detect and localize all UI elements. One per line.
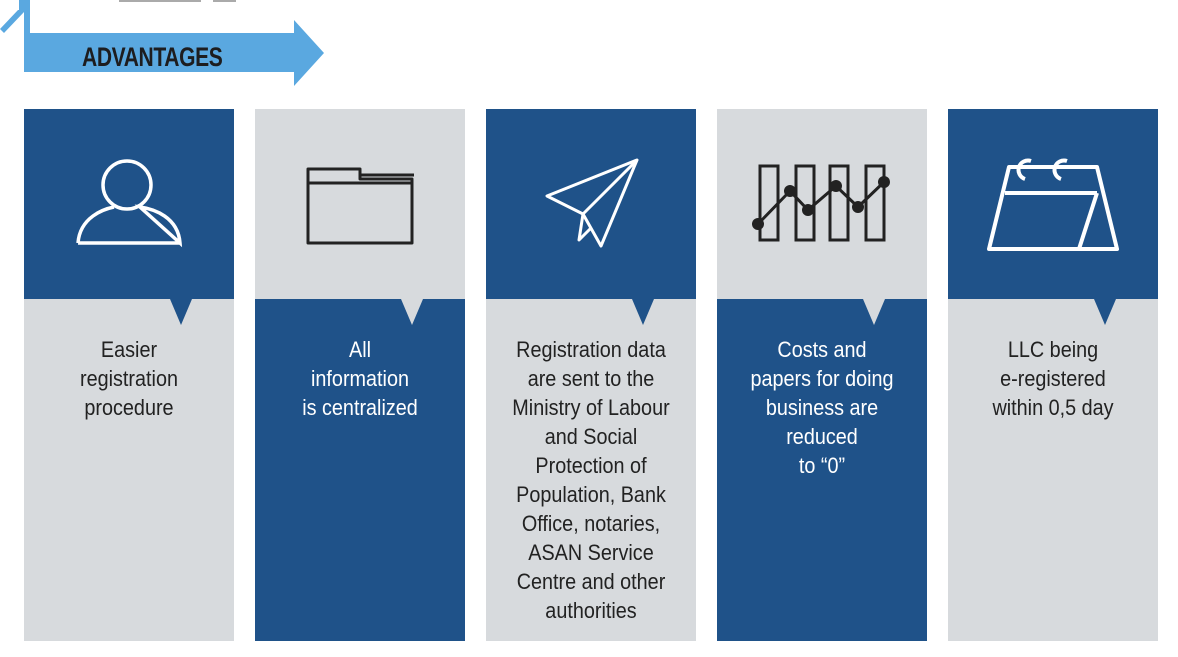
notch <box>632 299 654 325</box>
section-title: ADVANTAGES <box>82 42 223 72</box>
notch <box>170 299 192 325</box>
advantage-text: LLC being e-registered within 0,5 day <box>992 337 1114 420</box>
corner-arrow-icon <box>0 0 30 33</box>
paper-plane-icon <box>545 158 639 248</box>
top-divider <box>213 0 236 2</box>
folder-icon <box>306 167 414 245</box>
advantage-text: All information is centralized <box>302 337 418 420</box>
notch <box>863 299 885 325</box>
advantage-card-data-sharing: Registration data are sent to the Minist… <box>486 109 696 641</box>
advantage-text: Costs and papers for doing business are … <box>750 337 894 478</box>
notch <box>1094 299 1116 325</box>
advantage-text: Registration data are sent to the Minist… <box>512 337 670 623</box>
advantage-card-centralized: All information is centralized <box>255 109 465 641</box>
advantages-arrow-banner <box>24 20 324 86</box>
notch <box>401 299 423 325</box>
user-icon <box>76 159 183 248</box>
advantage-card-registration: Easier registration procedure <box>24 109 234 641</box>
advantage-card-fast-registration: LLC being e-registered within 0,5 day <box>948 109 1158 641</box>
calendar-icon <box>987 158 1119 251</box>
advantage-card-costs: Costs and papers for doing business are … <box>717 109 927 641</box>
chart-icon <box>752 164 890 242</box>
top-divider <box>119 0 201 2</box>
advantage-text: Easier registration procedure <box>80 337 178 420</box>
